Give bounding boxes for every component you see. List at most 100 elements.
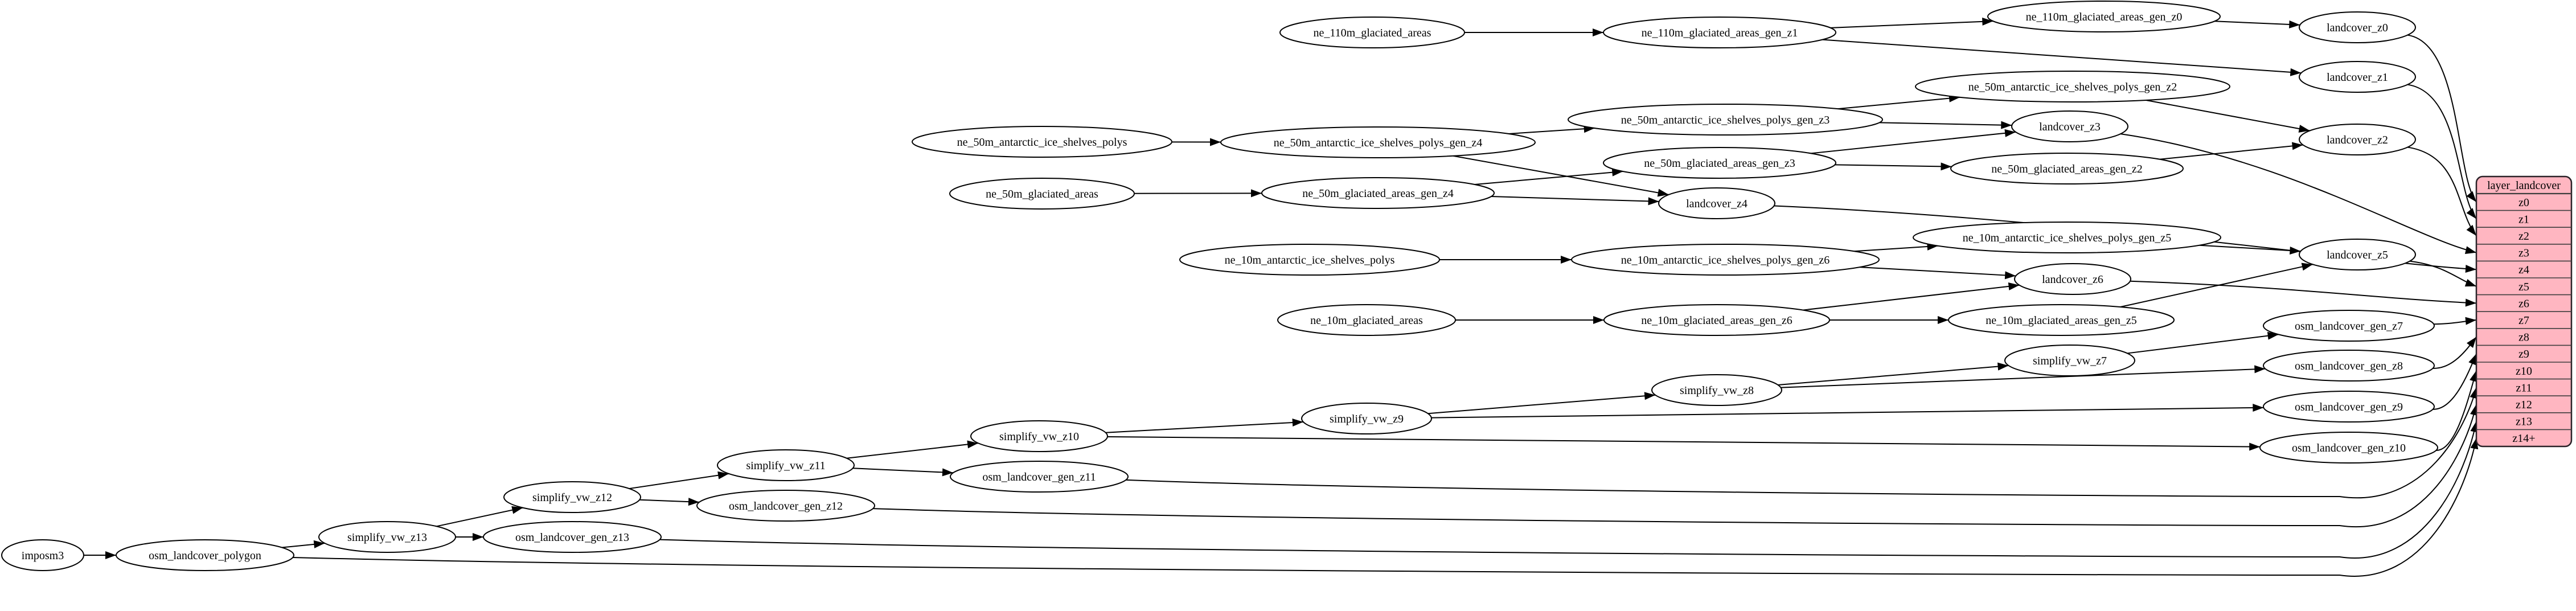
edge-landcover_z3-to-layer-z3 xyxy=(2120,133,2477,254)
edge-ne_50m_antarctic_ice_shelves_polys_gen_z3-to-landcover_z3 xyxy=(1879,121,2012,129)
node-label-landcover_z6: landcover_z6 xyxy=(2042,273,2103,286)
node-label-ne_50m_glaciated_areas_gen_z2: ne_50m_glaciated_areas_gen_z2 xyxy=(1991,163,2142,175)
node-ellipse-landcover_z3 xyxy=(2011,110,2128,142)
node-label-ne_10m_antarctic_ice_shelves_polys_gen_z5: ne_10m_antarctic_ice_shelves_polys_gen_z… xyxy=(1963,232,2172,244)
edge-ne_50m_antarctic_ice_shelves_polys_gen_z4-to-ne_50m_antarctic_ice_shelves_polys_gen_z3 xyxy=(1508,125,1595,134)
table-row-label-z9: z9 xyxy=(2518,348,2529,360)
node-ellipse-ne_10m_glaciated_areas xyxy=(1277,304,1456,336)
node-ellipse-ne_10m_antarctic_ice_shelves_polys_gen_z6 xyxy=(1571,244,1880,276)
edge-ne_110m_glaciated_areas_gen_z1-to-landcover_z1 xyxy=(1822,39,2302,76)
node-imposm3: imposm3 xyxy=(1,539,84,571)
node-ne_50m_glaciated_areas_gen_z2: ne_50m_glaciated_areas_gen_z2 xyxy=(1950,153,2184,184)
edge-ne_10m_glaciated_areas_gen_z6-to-landcover_z6 xyxy=(1803,282,2020,311)
node-label-osm_landcover_gen_z7: osm_landcover_gen_z7 xyxy=(2295,320,2403,333)
node-ellipse-ne_110m_glaciated_areas_gen_z1 xyxy=(1603,17,1836,48)
edge-osm_landcover_gen_z12-to-layer-z12 xyxy=(873,404,2478,527)
node-simplify_vw_z7: simplify_vw_z7 xyxy=(2004,345,2135,376)
edge-osm_landcover_gen_z7-to-layer-z7 xyxy=(2434,317,2477,325)
layer-table: layer_landcoverz0z1z2z3z4z5z6z7z8z9z10z1… xyxy=(2475,175,2573,448)
node-label-simplify_vw_z13: simplify_vw_z13 xyxy=(347,531,427,544)
table-row-z3: z3 xyxy=(2518,247,2529,260)
node-label-osm_landcover_gen_z9: osm_landcover_gen_z9 xyxy=(2295,401,2403,413)
node-landcover_z1: landcover_z1 xyxy=(2299,61,2416,93)
edge-landcover_z0-to-layer-z0 xyxy=(2407,34,2477,203)
node-osm_landcover_gen_z9: osm_landcover_gen_z9 xyxy=(2263,391,2435,423)
node-ellipse-ne_50m_antarctic_ice_shelves_polys_gen_z2 xyxy=(1915,71,2230,102)
node-label-landcover_z4: landcover_z4 xyxy=(1686,198,1748,210)
node-ellipse-ne_50m_antarctic_ice_shelves_polys xyxy=(912,126,1172,158)
node-label-simplify_vw_z9: simplify_vw_z9 xyxy=(1330,413,1404,425)
node-label-osm_landcover_polygon: osm_landcover_polygon xyxy=(149,550,261,562)
edge-simplify_vw_z7-to-osm_landcover_gen_z7 xyxy=(2127,331,2279,354)
node-label-ne_10m_antarctic_ice_shelves_polys_gen_z6: ne_10m_antarctic_ice_shelves_polys_gen_z… xyxy=(1621,254,1830,266)
node-label-simplify_vw_z10: simplify_vw_z10 xyxy=(999,430,1079,443)
table-row-label-z8: z8 xyxy=(2518,331,2529,344)
node-ellipse-ne_110m_glaciated_areas xyxy=(1279,17,1465,48)
node-landcover_z5: landcover_z5 xyxy=(2299,239,2416,270)
node-label-simplify_vw_z12: simplify_vw_z12 xyxy=(532,491,612,504)
node-ne_50m_glaciated_areas: ne_50m_glaciated_areas xyxy=(949,178,1135,210)
edge-simplify_vw_z10-to-osm_landcover_gen_z10 xyxy=(1107,436,2261,451)
edge-ne_50m_glaciated_areas_gen_z4-to-landcover_z4 xyxy=(1491,196,1659,206)
edge-osm_landcover_gen_z8-to-layer-z8 xyxy=(2433,336,2477,369)
table-row-z0: z0 xyxy=(2518,196,2529,209)
table-row-label-z2: z2 xyxy=(2518,230,2529,243)
edge-osm_landcover_gen_z11-to-layer-z11 xyxy=(1126,387,2478,499)
node-landcover_z6: landcover_z6 xyxy=(2014,263,2131,295)
node-label-ne_50m_glaciated_areas: ne_50m_glaciated_areas xyxy=(986,188,1098,200)
node-ellipse-ne_10m_glaciated_areas_gen_z5 xyxy=(1948,304,2175,336)
node-ellipse-osm_landcover_gen_z12 xyxy=(696,490,875,522)
node-label-ne_50m_antarctic_ice_shelves_polys_gen_z4: ne_50m_antarctic_ice_shelves_polys_gen_z… xyxy=(1274,137,1483,149)
table-row-z13: z13 xyxy=(2516,416,2532,428)
edge-ne_10m_glaciated_areas_gen_z5-to-landcover_z5 xyxy=(2120,263,2313,307)
table-row-label-z13: z13 xyxy=(2516,416,2532,428)
node-label-landcover_z5: landcover_z5 xyxy=(2327,249,2388,261)
node-ne_110m_glaciated_areas_gen_z0: ne_110m_glaciated_areas_gen_z0 xyxy=(1987,1,2221,32)
node-ne_10m_glaciated_areas_gen_z6: ne_10m_glaciated_areas_gen_z6 xyxy=(1603,304,1830,336)
edge-simplify_vw_z13-to-simplify_vw_z12 xyxy=(436,506,523,527)
table-row-label-z7: z7 xyxy=(2518,314,2529,327)
node-landcover_z4: landcover_z4 xyxy=(1658,187,1775,219)
nodes-layer: imposm3 osm_landcover_polygon simplify_vw_… xyxy=(1,1,2438,571)
edge-ne_50m_antarctic_ice_shelves_polys_gen_z3-to-ne_50m_antarctic_ice_shelves_polys_gen_z2 xyxy=(1837,94,1960,110)
node-label-osm_landcover_gen_z8: osm_landcover_gen_z8 xyxy=(2295,360,2403,372)
edge-ne_10m_antarctic_ice_shelves_polys_gen_z6-to-landcover_z6 xyxy=(1859,266,2016,280)
node-ne_110m_glaciated_areas_gen_z1: ne_110m_glaciated_areas_gen_z1 xyxy=(1603,17,1836,48)
table-row-label-z1: z1 xyxy=(2518,213,2529,225)
node-ne_50m_antarctic_ice_shelves_polys: ne_50m_antarctic_ice_shelves_polys xyxy=(912,126,1172,158)
node-label-ne_10m_glaciated_areas_gen_z6: ne_10m_glaciated_areas_gen_z6 xyxy=(1641,314,1792,327)
node-osm_landcover_polygon: osm_landcover_polygon xyxy=(116,539,294,571)
node-ne_50m_antarctic_ice_shelves_polys_gen_z4: ne_50m_antarctic_ice_shelves_polys_gen_z… xyxy=(1220,126,1536,158)
node-ellipse-simplify_vw_z8 xyxy=(1651,374,1782,406)
edge-simplify_vw_z8-to-osm_landcover_gen_z8 xyxy=(1781,365,2266,388)
edge-ne_50m_glaciated_areas_gen_z3-to-ne_50m_glaciated_areas_gen_z2 xyxy=(1835,162,1952,171)
table-row-label-z11: z11 xyxy=(2516,382,2532,394)
node-ellipse-simplify_vw_z12 xyxy=(503,481,641,513)
edge-osm_landcover_gen_z10-to-layer-z10 xyxy=(2436,370,2477,451)
node-label-ne_10m_glaciated_areas_gen_z5: ne_10m_glaciated_areas_gen_z5 xyxy=(1986,314,2136,327)
table-row-z2: z2 xyxy=(2518,230,2529,243)
node-landcover_z0: landcover_z0 xyxy=(2299,11,2416,43)
edge-osm_landcover_polygon-to-layer-z14plus xyxy=(293,438,2479,577)
table-row-label-z4: z4 xyxy=(2518,264,2529,276)
edge-simplify_vw_z9-to-simplify_vw_z8 xyxy=(1428,392,1656,415)
node-label-ne_10m_glaciated_areas: ne_10m_glaciated_areas xyxy=(1310,314,1423,327)
table-row-z11: z11 xyxy=(2516,382,2532,394)
edges-layer xyxy=(84,17,2479,577)
node-ellipse-simplify_vw_z7 xyxy=(2004,345,2135,376)
table-row-z6: z6 xyxy=(2518,297,2529,310)
edge-ne_50m_glaciated_areas_gen_z2-to-landcover_z2 xyxy=(2159,142,2303,160)
table-row-z7: z7 xyxy=(2518,314,2529,327)
edge-osm_landcover_polygon-to-simplify_vw_z13 xyxy=(281,540,325,548)
table-row-label-z5: z5 xyxy=(2518,281,2529,293)
node-label-ne_110m_glaciated_areas: ne_110m_glaciated_areas xyxy=(1314,27,1431,39)
node-ellipse-ne_110m_glaciated_areas_gen_z0 xyxy=(1987,1,2221,32)
node-ne_10m_antarctic_ice_shelves_polys: ne_10m_antarctic_ice_shelves_polys xyxy=(1179,244,1440,276)
edge-simplify_vw_z9-to-osm_landcover_gen_z9 xyxy=(1431,404,2264,419)
table-row-z10: z10 xyxy=(2516,365,2532,378)
edge-osm_landcover_gen_z13-to-layer-z13 xyxy=(659,421,2479,559)
node-simplify_vw_z9: simplify_vw_z9 xyxy=(1301,403,1432,434)
node-ellipse-landcover_z2 xyxy=(2299,124,2416,155)
node-osm_landcover_gen_z13: osm_landcover_gen_z13 xyxy=(483,521,662,553)
node-ellipse-landcover_z5 xyxy=(2299,239,2416,270)
